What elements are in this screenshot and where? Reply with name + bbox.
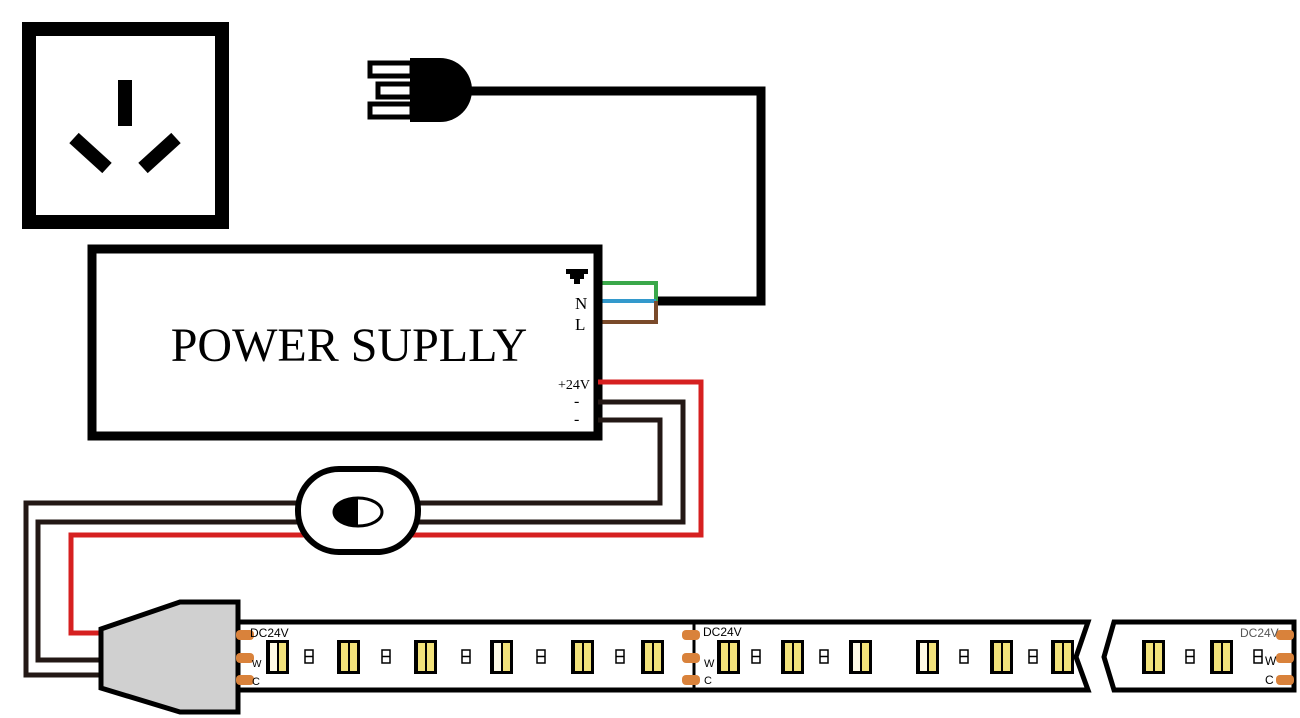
strip-connector-icon <box>98 599 241 715</box>
resistor-row <box>304 649 1263 664</box>
resistor <box>1185 649 1195 664</box>
resistor <box>751 649 761 664</box>
earth-wire <box>592 281 658 301</box>
resistor <box>959 649 969 664</box>
resistor <box>461 649 471 664</box>
negative-label-2: - <box>574 411 579 428</box>
led-chip <box>781 640 804 674</box>
pad-label-c-3: C <box>1265 673 1274 687</box>
resistor <box>1028 649 1038 664</box>
pad-label-w-3: W <box>1265 654 1277 668</box>
led-chip <box>1051 640 1074 674</box>
pad-label-w-1: W <box>252 659 262 670</box>
led-chip <box>717 640 740 674</box>
voltage-label-3: DC24V <box>1240 626 1279 640</box>
wall-socket-icon <box>22 22 229 229</box>
mains-plug-icon <box>367 58 472 122</box>
live-wire <box>592 301 658 324</box>
led-chip <box>916 640 939 674</box>
led-chip <box>641 640 664 674</box>
resistor <box>1253 649 1263 664</box>
led-chip <box>266 640 289 674</box>
pad-label-w-2: W <box>704 658 715 670</box>
earth-icon <box>566 269 588 284</box>
copper-pads-2 <box>682 630 700 685</box>
resistor <box>615 649 625 664</box>
copper-pads-1 <box>236 630 254 685</box>
pad-label-c-2: C <box>704 675 712 687</box>
led-chip <box>1142 640 1165 674</box>
power-supply-title: POWER SUPLLY <box>171 319 528 372</box>
neutral-label: N <box>575 294 587 313</box>
voltage-label-2: DC24V <box>703 625 742 639</box>
led-chip <box>414 640 437 674</box>
resistor <box>304 649 314 664</box>
led-chip <box>490 640 513 674</box>
power-supply: POWER SUPLLY N L +24V - - <box>87 244 603 441</box>
resistor <box>819 649 829 664</box>
negative-label-1: - <box>574 393 579 410</box>
led-chip <box>849 640 872 674</box>
pad-label-c-1: C <box>252 676 260 688</box>
positive-24v-label: +24V <box>558 378 590 393</box>
led-chip <box>1210 640 1233 674</box>
led-chip <box>571 640 594 674</box>
led-chip <box>990 640 1013 674</box>
resistor <box>536 649 546 664</box>
mains-cable <box>470 86 766 306</box>
resistor <box>381 649 391 664</box>
led-chip <box>337 640 360 674</box>
copper-pads-3 <box>1276 630 1294 685</box>
dimmer-switch-icon <box>295 466 421 555</box>
voltage-label-1: DC24V <box>250 626 289 640</box>
led-chip-row <box>266 640 1233 674</box>
live-label: L <box>575 315 585 334</box>
